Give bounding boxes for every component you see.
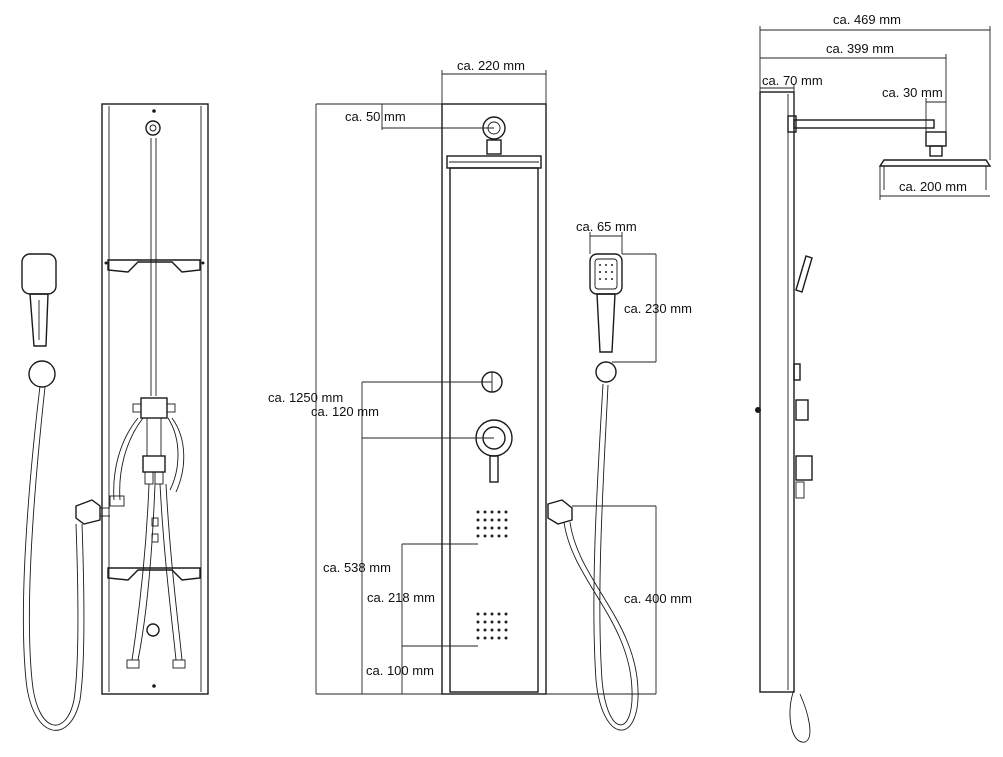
dim-head-thickness: ca. 30 mm	[882, 85, 943, 100]
dim-jet-gap: ca. 218 mm	[367, 590, 435, 605]
dim-handshower-width: ca. 65 mm	[576, 219, 637, 234]
dim-panel-depth: ca. 70 mm	[762, 73, 823, 88]
front-glass-insert	[449, 167, 539, 693]
dim-panel-width: ca. 220 mm	[457, 58, 525, 73]
lower-bracket	[107, 567, 201, 581]
dim-outlet-height: ca. 400 mm	[624, 591, 692, 606]
body-jets-upper	[476, 510, 508, 538]
upper-bracket	[107, 259, 201, 273]
dim-head-offset: ca. 50 mm	[345, 109, 406, 124]
diverter-block	[142, 455, 166, 473]
dim-handshower-length: ca. 230 mm	[624, 301, 692, 316]
rear-panel-outline	[101, 103, 209, 695]
side-panel-outline	[759, 91, 795, 693]
rear-handshower-head	[21, 253, 57, 295]
side-handshower	[795, 255, 813, 293]
dim-arm-length: ca. 399 mm	[826, 41, 894, 56]
side-view	[755, 91, 992, 743]
front-hose-elbow	[547, 499, 573, 525]
side-diverter-knob	[795, 399, 809, 421]
rain-arm	[793, 119, 935, 129]
rear-view	[21, 103, 209, 731]
front-view	[441, 103, 639, 731]
body-jets-lower	[476, 612, 508, 640]
dim-arm-total: ca. 469 mm	[833, 12, 901, 27]
dimension-lines	[315, 26, 991, 695]
front-shelf	[446, 155, 542, 169]
mixer-block	[140, 397, 168, 419]
rear-head-connector	[145, 120, 161, 136]
front-handshower-holder	[595, 361, 617, 383]
dim-valve-height: ca. 538 mm	[323, 560, 391, 575]
rain-head	[878, 159, 992, 167]
side-mixer-knob	[795, 455, 813, 481]
mixer-lever	[489, 455, 499, 483]
rear-hose-elbow	[75, 499, 101, 525]
rain-arm-connector	[925, 131, 947, 147]
dim-head-diameter: ca. 200 mm	[899, 179, 967, 194]
dim-total-height: ca. 1250 mm	[268, 390, 343, 405]
dim-jet-bottom: ca. 100 mm	[366, 663, 434, 678]
dim-valve-gap: ca. 120 mm	[311, 404, 379, 419]
rear-handshower-holder	[28, 360, 56, 388]
front-panel-outline	[441, 103, 547, 695]
